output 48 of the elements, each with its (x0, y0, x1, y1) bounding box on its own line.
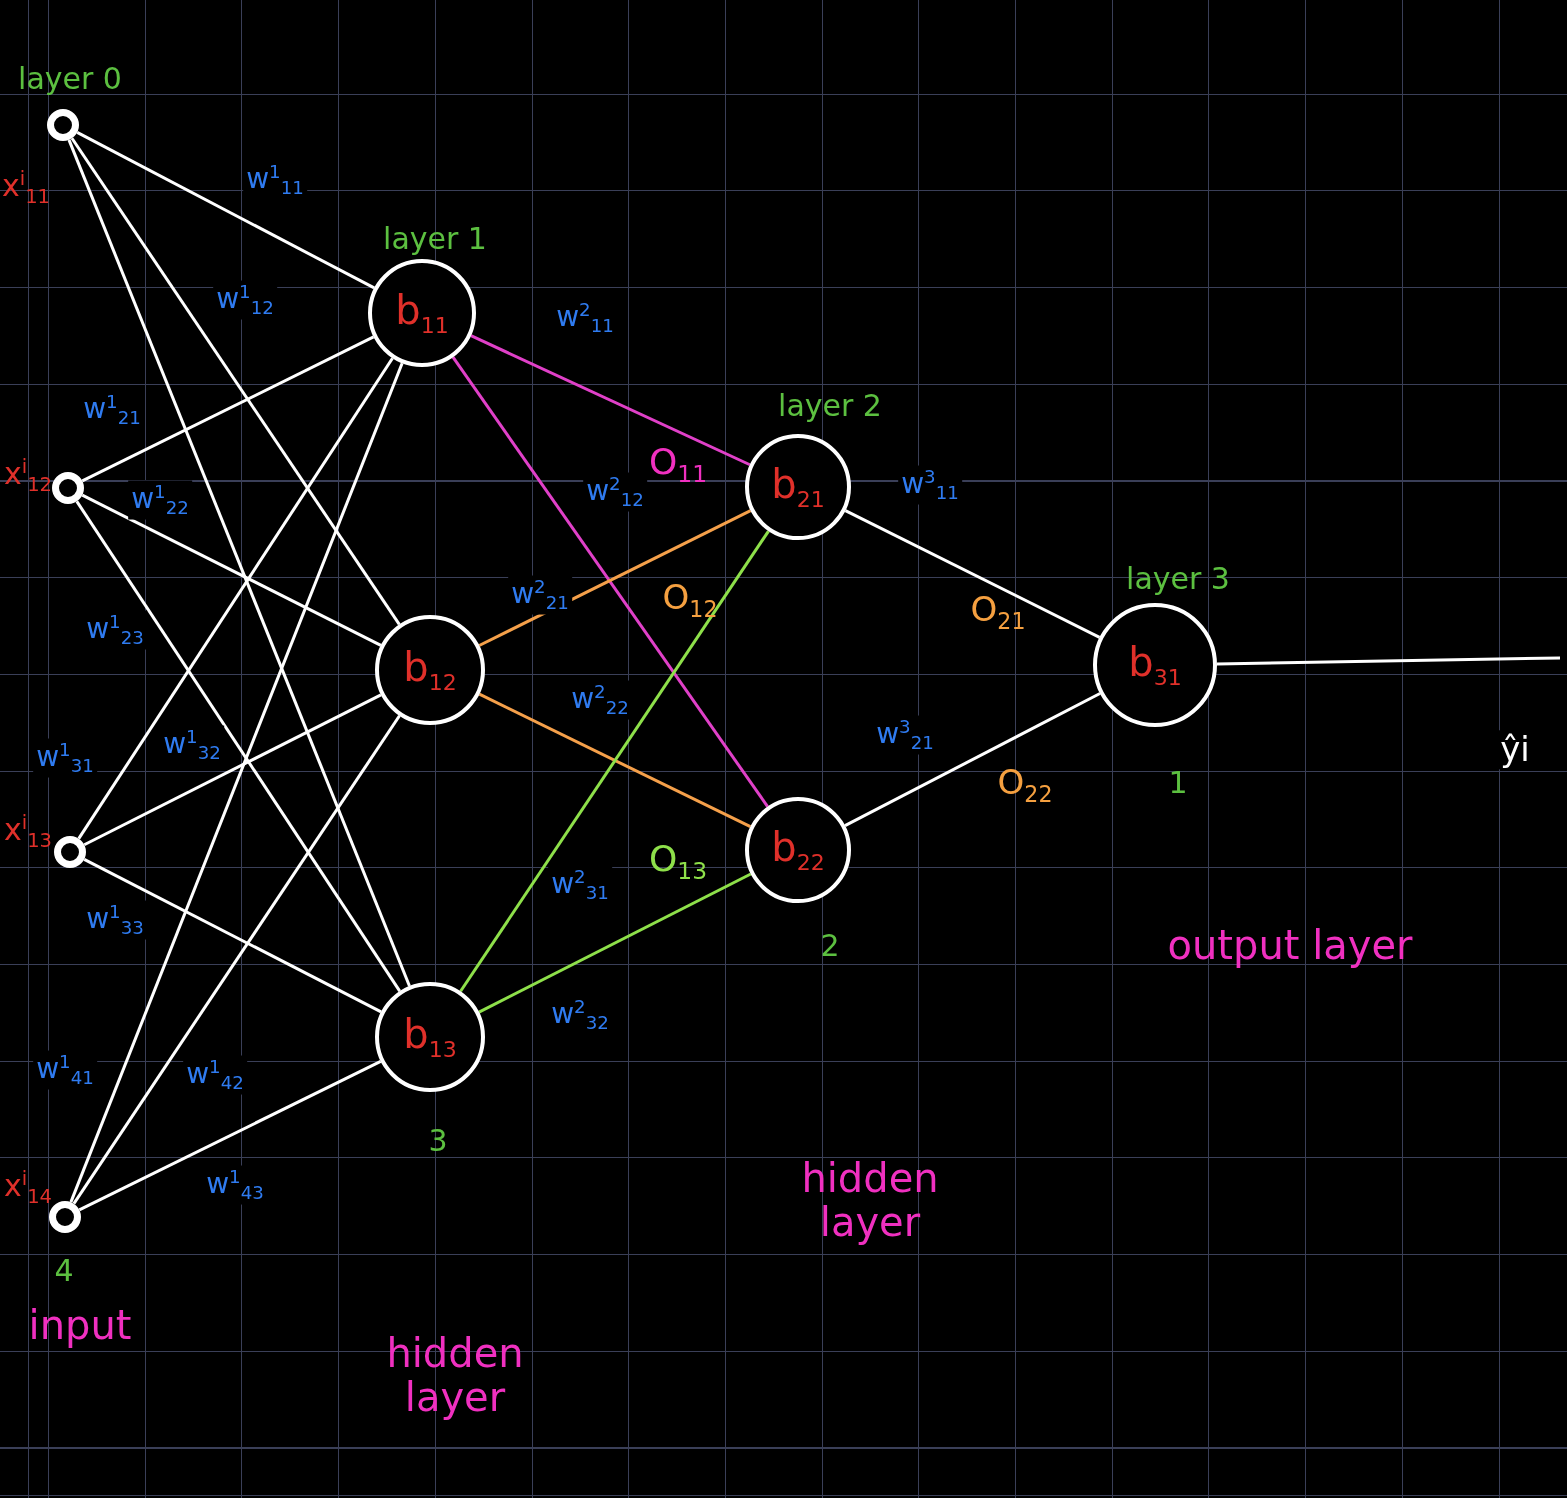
connection-line (1216, 656, 1561, 666)
input-neuron (54, 836, 86, 868)
connection-line (72, 714, 401, 1205)
connection-line (75, 500, 401, 992)
neuron-count-label: 1 (1168, 765, 1188, 799)
output-label: O$_{11}$ (648, 442, 708, 488)
layer-caption: output layer (1167, 923, 1413, 967)
connection-line (78, 1060, 382, 1212)
layer-label: layer 1 (383, 221, 487, 255)
neuron-label: b$_{13}$ (403, 1013, 457, 1061)
input-neuron (52, 472, 84, 504)
neuron-label: b$_{31}$ (1128, 641, 1182, 689)
output-label: O$_{12}$ (662, 578, 718, 622)
connection-line (478, 692, 752, 829)
output-label: O$_{22}$ (997, 763, 1053, 807)
connection-line (81, 335, 375, 483)
connection-line (83, 693, 382, 847)
connection-line (470, 334, 751, 467)
layer-label: layer 0 (18, 61, 122, 95)
connection-line (76, 131, 375, 290)
neuron-count-label: 2 (820, 928, 840, 962)
connection-line (70, 137, 401, 626)
connection-line (77, 357, 394, 840)
layer-caption: hidden layer (385, 1331, 525, 1419)
connection-line (478, 509, 752, 647)
input-neuron (47, 109, 79, 141)
neuron-label: b$_{11}$ (395, 289, 449, 337)
connection-line (67, 139, 411, 987)
neuron-label: b$_{21}$ (771, 463, 825, 511)
layer-caption: input (28, 1303, 132, 1347)
layer-caption: hidden layer (800, 1156, 940, 1244)
neuron-label: b$_{12}$ (403, 646, 457, 694)
neuron-count-label: 3 (428, 1123, 448, 1157)
connection-line (844, 509, 1101, 639)
input-neuron (49, 1201, 81, 1233)
connection-line (459, 530, 770, 993)
connection-line (844, 692, 1101, 827)
connection-line (69, 362, 404, 1203)
layer-label: layer 3 (1126, 561, 1230, 595)
neuron-label: b$_{22}$ (771, 826, 825, 874)
connection-line (451, 356, 769, 808)
neuron-count-label: 4 (54, 1253, 74, 1287)
output-label: O$_{21}$ (970, 590, 1026, 634)
connection-line (81, 493, 382, 647)
layer-label: layer 2 (778, 388, 882, 422)
output-label: O$_{13}$ (648, 839, 708, 885)
connection-line (478, 872, 752, 1014)
connection-line (83, 857, 382, 1014)
